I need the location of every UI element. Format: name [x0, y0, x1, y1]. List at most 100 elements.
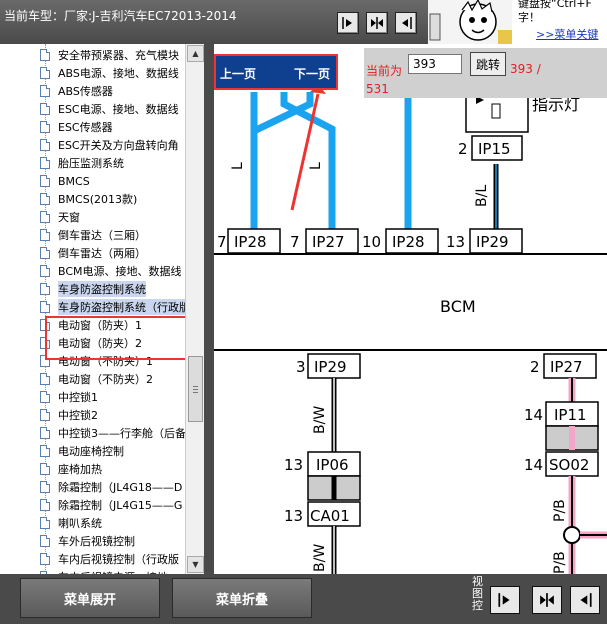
connector-label: IP29 — [476, 233, 509, 251]
tree-item[interactable]: 中控锁3——行李舱（后备 — [40, 424, 186, 442]
document-icon — [40, 247, 50, 259]
wire-label-bw: B/W — [312, 406, 328, 434]
pin-number: 13 — [446, 233, 465, 251]
tree-item[interactable]: 车身防盗控制系统 — [40, 280, 146, 298]
scroll-thumb[interactable] — [188, 356, 203, 422]
tree-item[interactable]: 除霜控制（JL4G15——G — [40, 496, 182, 514]
bottom-fit-button[interactable] — [532, 586, 562, 614]
tree-item[interactable]: 喇叭系统 — [40, 514, 102, 532]
tree-item-label: 中控锁1 — [58, 391, 98, 404]
pin-number: 2 — [530, 358, 540, 376]
tree-item-label: 喇叭系统 — [58, 517, 102, 530]
tree-item[interactable]: 安全带预紧器、充气模块 — [40, 46, 179, 64]
tree-item-label: 车外后视镜控制 — [58, 535, 135, 548]
document-icon — [40, 265, 50, 277]
bottom-prev-button[interactable] — [570, 586, 600, 614]
next-page-button[interactable] — [337, 12, 359, 34]
wire-label-bl: B/L — [474, 185, 490, 207]
tree-item-label: 车内后视镜电源、接地 — [58, 569, 168, 574]
bottom-next-button[interactable] — [490, 586, 520, 614]
tree-item[interactable]: 座椅加热 — [40, 460, 102, 478]
tree-item[interactable]: 除霜控制（JL4G18——D — [40, 478, 182, 496]
scroll-up-button[interactable]: ▲ — [187, 45, 204, 62]
menu-expand-button[interactable]: 菜单展开 — [20, 578, 160, 618]
tree-item[interactable]: 天窗 — [40, 208, 80, 226]
prev-page-button[interactable] — [395, 12, 417, 34]
connector-label: IP15 — [478, 140, 511, 158]
tree-item[interactable]: ESC电源、接地、数据线 — [40, 100, 179, 118]
pin-number: 14 — [524, 406, 543, 424]
connector-label: IP28 — [392, 233, 425, 251]
tree-item-label: 车内后视镜控制（行政版 — [58, 553, 179, 566]
tree-item[interactable]: 车身防盗控制系统（行政版 — [40, 298, 190, 316]
tree-item[interactable]: 车内后视镜控制（行政版 — [40, 550, 179, 568]
tree-item[interactable]: BCM电源、接地、数据线 — [40, 262, 182, 280]
wiring-diagram: 指示灯 L L B/L 2 IP15 7 IP28 7 IP27 10 IP28… — [214, 84, 607, 574]
tree-item[interactable]: 中控锁1 — [40, 388, 98, 406]
connector-ip28-a — [227, 228, 281, 254]
menu-collapse-button[interactable]: 菜单折叠 — [172, 578, 312, 618]
page-jump-panel: 当前为 跳转 393 / 531 — [364, 48, 607, 98]
menu-keyword-link[interactable]: >>菜单关键 — [536, 28, 599, 41]
document-icon — [40, 535, 50, 547]
document-icon — [40, 49, 50, 61]
pin-number: 13 — [284, 456, 303, 474]
page-number-input[interactable] — [408, 54, 462, 74]
splice-point — [563, 526, 581, 544]
document-icon — [40, 481, 50, 493]
document-icon — [40, 391, 50, 403]
tree-item-label: 胎压监测系统 — [58, 157, 124, 170]
tree-item-label: 除霜控制（JL4G15——G — [58, 499, 183, 512]
tree-item[interactable]: ESC传感器 — [40, 118, 113, 136]
panel-splitter[interactable] — [204, 44, 214, 574]
document-icon — [40, 301, 50, 313]
highlight-box-selected-items — [45, 316, 195, 360]
tree-item-label: 除霜控制（JL4G18——D — [58, 481, 183, 494]
tree-item[interactable]: BMCS(2013款) — [40, 190, 137, 208]
pin-number: 7 — [290, 233, 300, 251]
tree-item-label: 车身防盗控制系统（行政版 — [58, 299, 190, 315]
connector-ip27-b — [543, 353, 597, 379]
connector-label: IP27 — [550, 358, 583, 376]
arrow-left-icon — [402, 17, 412, 29]
tree-item[interactable]: 胎压监测系统 — [40, 154, 124, 172]
indicator-label: 指示灯 — [532, 95, 580, 114]
tree-item[interactable]: 电动座椅控制 — [40, 442, 124, 460]
tree-item[interactable]: 倒车雷达（三厢） — [40, 226, 146, 244]
tree-item-label: 中控锁3——行李舱（后备 — [58, 427, 186, 440]
indicator-lamp-box — [465, 91, 529, 133]
tree-item-label: 中控锁2 — [58, 409, 98, 422]
tree-item[interactable]: 电动窗（不防夹）2 — [40, 370, 153, 388]
tree-item[interactable]: ABS传感器 — [40, 82, 113, 100]
tree-item[interactable]: 车内后视镜电源、接地 — [40, 568, 168, 574]
document-icon — [40, 463, 50, 475]
tree-item-label: 电动窗（不防夹）2 — [58, 373, 153, 386]
arrow-right-icon — [498, 593, 510, 607]
tree-item[interactable]: BMCS — [40, 172, 90, 190]
tree-item[interactable]: 中控锁2 — [40, 406, 98, 424]
resistor-icon — [491, 103, 501, 119]
connector-ip15 — [471, 135, 523, 161]
pin-number: 2 — [458, 140, 468, 158]
tree-item[interactable]: 倒车雷达（两厢） — [40, 244, 146, 262]
next-page-link[interactable]: 下一页 — [294, 67, 331, 81]
tree-scrollbar[interactable]: ▲ ▼ — [185, 44, 205, 574]
tree-item-label: 电动窗（防夹）2 — [58, 337, 142, 350]
pin-number: 14 — [524, 456, 543, 474]
scroll-down-button[interactable]: ▼ — [187, 556, 204, 573]
go-button[interactable]: 跳转 — [470, 52, 506, 76]
page-total-count: 531 — [366, 82, 389, 96]
document-icon — [40, 409, 50, 421]
top-bar: 当前车型：厂家:J-吉利汽车EC72013-2014 键盘按“Ctrl+F 字！… — [0, 0, 607, 44]
tree-item[interactable]: ABS电源、接地、数据线 — [40, 64, 179, 82]
search-hint-panel: 键盘按“Ctrl+F 字！ >>菜单关键 — [512, 0, 607, 44]
annotation-arrow — [290, 93, 320, 211]
prev-page-link[interactable]: 上一页 — [220, 67, 257, 81]
tree-item-label: 车身防盗控制系统 — [58, 281, 146, 297]
tree-item[interactable]: ESC开关及方向盘转向角 — [40, 136, 179, 154]
connector-ip11 — [545, 401, 599, 427]
tree-item[interactable]: 车外后视镜控制 — [40, 532, 135, 550]
fit-view-button[interactable] — [366, 12, 388, 34]
page-nav-box: 上一页 下一页 — [214, 54, 338, 90]
